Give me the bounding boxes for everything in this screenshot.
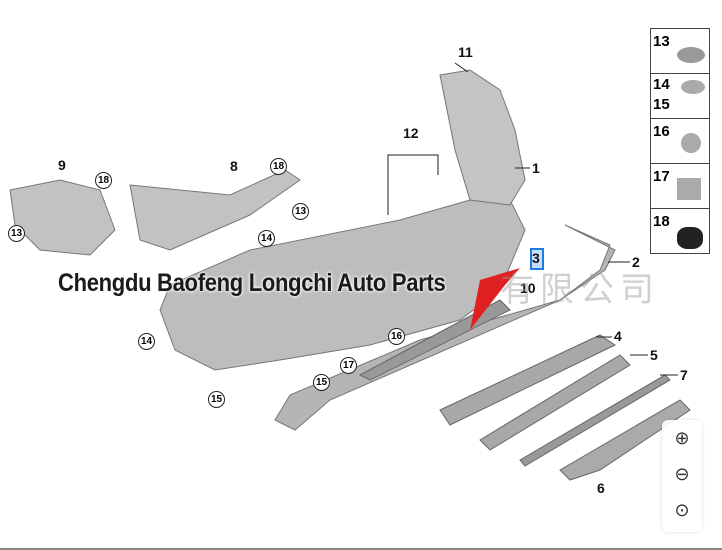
red-arrow — [470, 268, 520, 330]
legend-label: 17 — [653, 168, 670, 185]
highlight-box — [530, 248, 544, 270]
strip-4 — [439, 334, 617, 426]
label-12: 12 — [403, 125, 419, 141]
legend-label: 16 — [653, 123, 670, 140]
label-4: 4 — [614, 328, 622, 344]
label-10: 10 — [520, 280, 536, 296]
zoom-in-icon[interactable]: ⊕ — [674, 428, 690, 448]
watermark-company: Chengdu Baofeng Longchi Auto Parts — [58, 268, 446, 297]
label-11: 11 — [458, 44, 473, 60]
label-7: 7 — [680, 367, 688, 383]
clip-icon — [681, 133, 701, 153]
rivet-icon — [681, 80, 705, 94]
legend-16: 16 — [651, 119, 709, 164]
label-5: 5 — [650, 347, 658, 363]
legend-13: 13 — [651, 29, 709, 74]
label-1: 1 — [532, 160, 540, 176]
diffuser-6 — [559, 399, 691, 481]
label-9: 9 — [58, 157, 66, 173]
nut-icon — [677, 47, 705, 63]
zoom-out-icon[interactable]: ⊖ — [674, 464, 690, 484]
side-panel-11 — [439, 69, 526, 206]
circle-14-b: 14 — [138, 333, 155, 350]
circle-15-a: 15 — [313, 374, 330, 391]
circle-13-b: 13 — [292, 203, 309, 220]
circle-18-a: 18 — [95, 172, 112, 189]
bracket-8 — [129, 169, 301, 251]
label-3: 3 — [532, 250, 540, 266]
bracket-9 — [9, 179, 116, 256]
zoom-controls: ⊕ ⊖ ⊙ — [662, 420, 702, 532]
legend-17: 17 — [651, 164, 709, 209]
legend-18: 18 — [651, 209, 709, 253]
legend-label: 18 — [653, 213, 670, 230]
legend-label: 13 — [653, 33, 670, 50]
reset-zoom-icon[interactable]: ⊙ — [674, 500, 690, 520]
circle-17: 17 — [340, 357, 357, 374]
label-8: 8 — [230, 158, 238, 174]
circle-14-a: 14 — [258, 230, 275, 247]
legend-label: 15 — [653, 96, 670, 113]
circle-16: 16 — [388, 328, 405, 345]
legend-label: 14 — [653, 76, 670, 93]
trim-2 — [274, 224, 616, 431]
label-2: 2 — [632, 254, 640, 270]
watermark-chinese: 有限公司 — [500, 271, 660, 309]
circle-15-b: 15 — [208, 391, 225, 408]
strip-5 — [479, 354, 631, 451]
strip-7 — [519, 374, 671, 467]
grommet-icon — [677, 227, 703, 249]
circle-18-b: 18 — [270, 158, 287, 175]
label-6: 6 — [597, 480, 605, 496]
clamp-nut-icon — [677, 178, 701, 200]
circle-13-a: 13 — [8, 225, 25, 242]
